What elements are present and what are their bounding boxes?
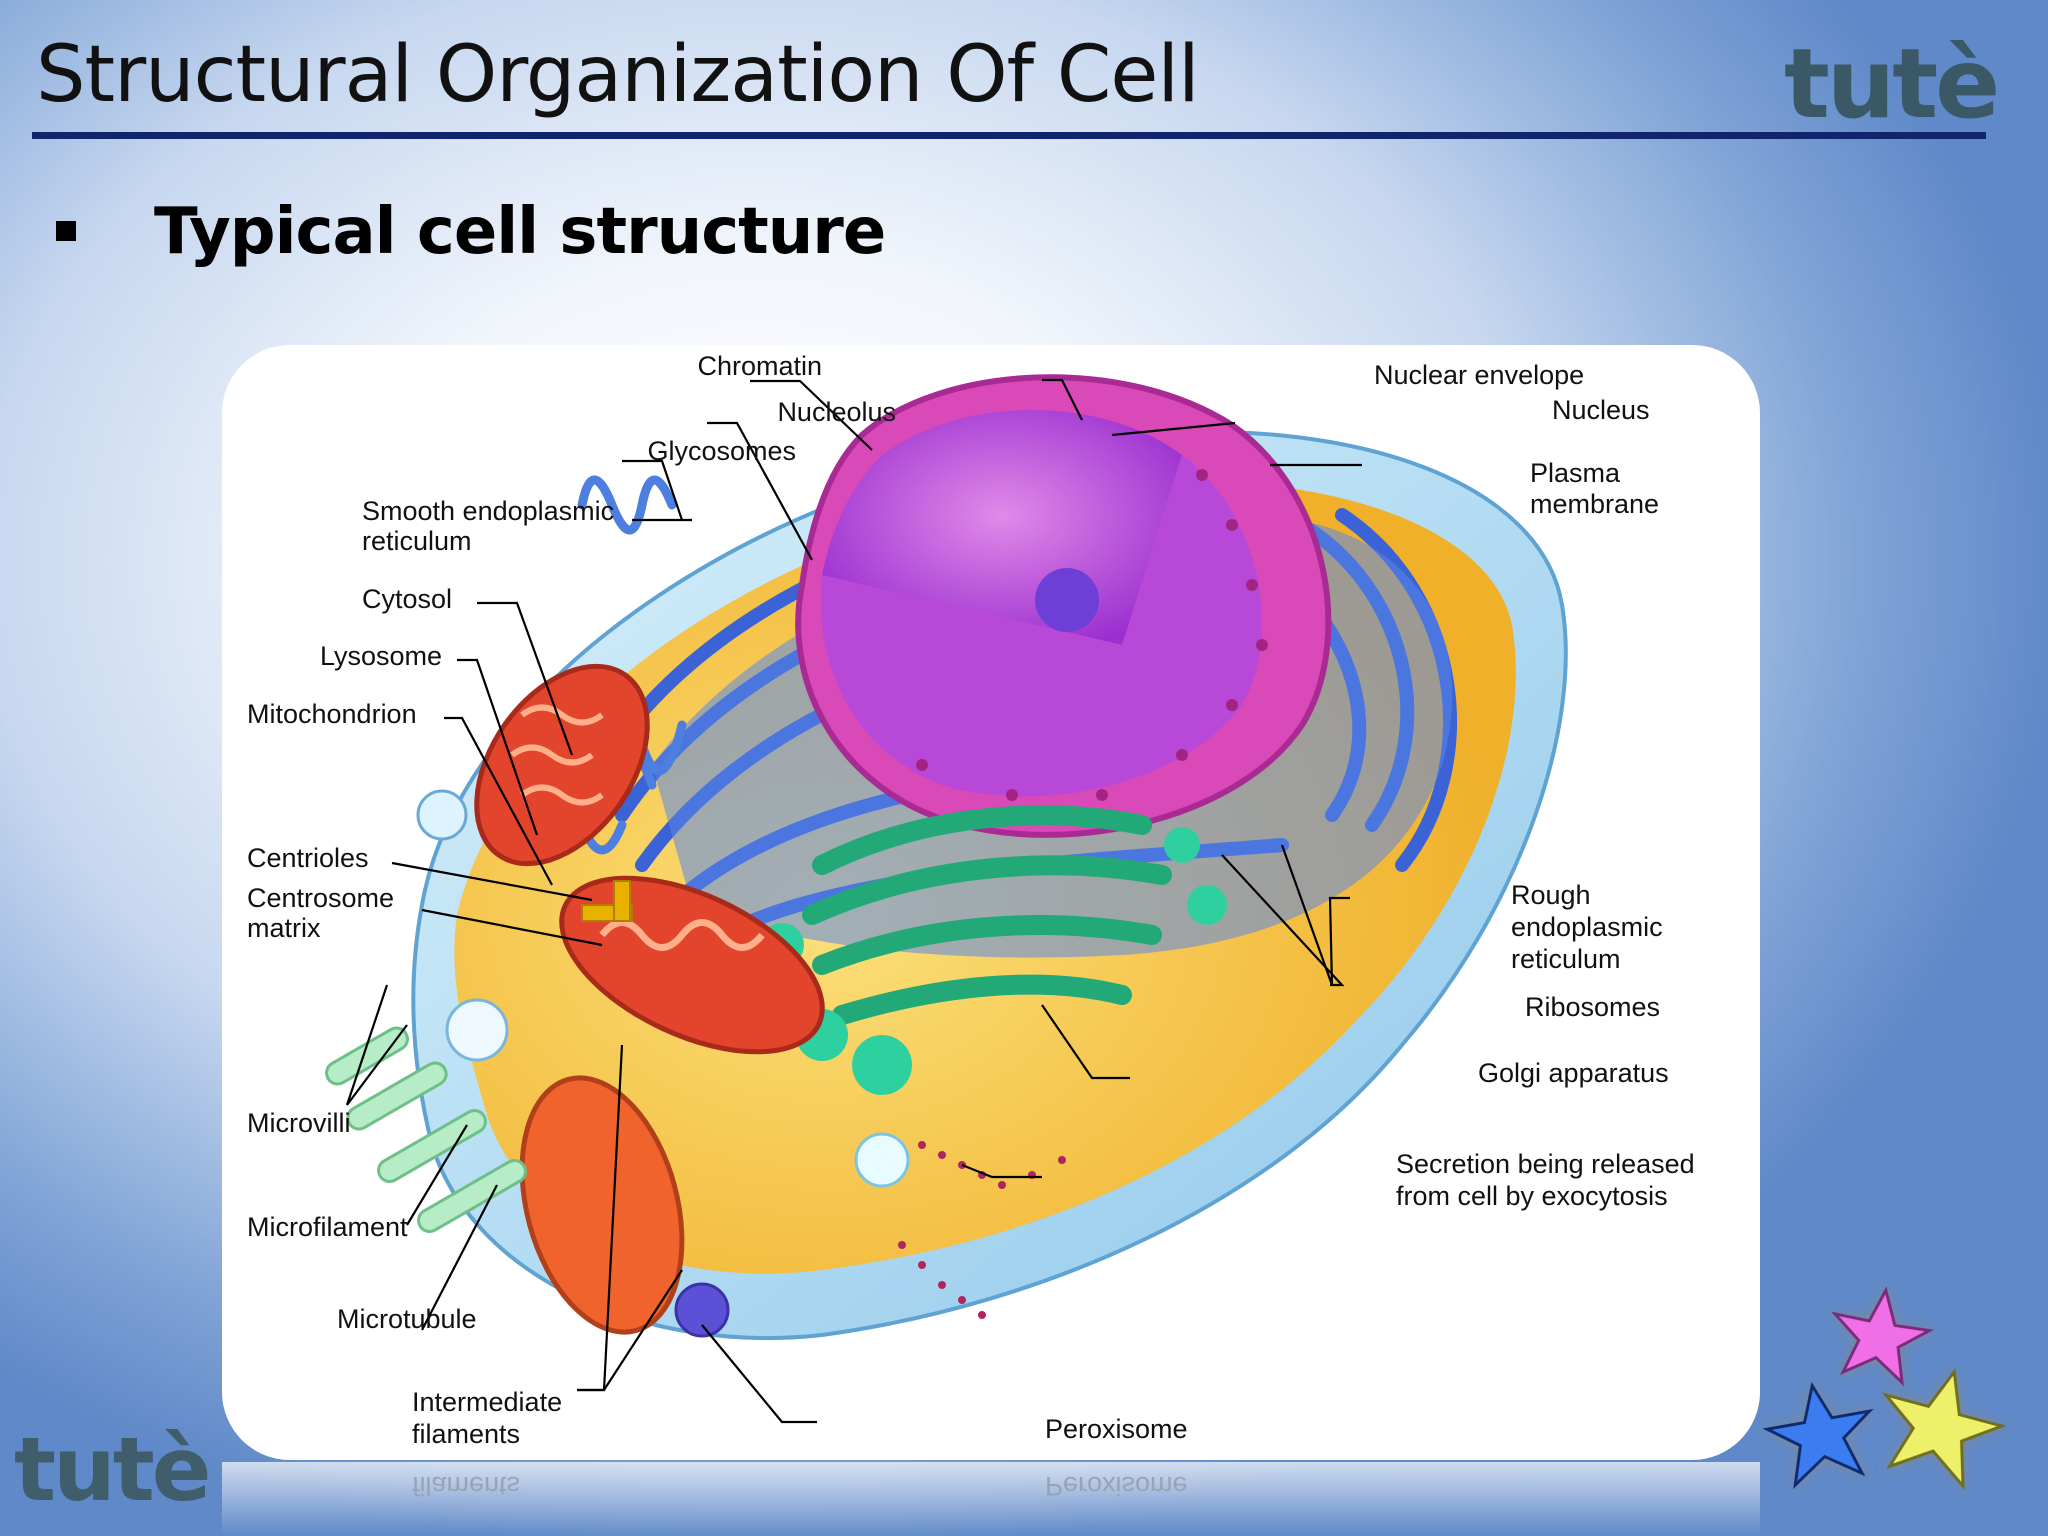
label-glycosomes: Glycosomes <box>647 436 796 466</box>
label-rough-er-2: endoplasmic <box>1511 912 1663 942</box>
label-centrioles: Centrioles <box>247 843 369 873</box>
reflection-text-intermediate: filaments <box>412 1471 521 1501</box>
mitochondrion-shapes <box>474 663 825 1335</box>
label-chromatin: Chromatin <box>697 351 822 381</box>
label-nuclear-envelope: Nuclear envelope <box>1374 360 1584 390</box>
label-microfilament: Microfilament <box>247 1212 408 1242</box>
label-centrosome-1: Centrosome <box>247 883 394 913</box>
decorative-stars <box>1762 1286 2007 1491</box>
label-centrosome-2: matrix <box>247 913 321 943</box>
label-intermediate-2: filaments <box>412 1419 520 1449</box>
label-lysosome: Lysosome <box>320 641 442 671</box>
label-peroxisome: Peroxisome <box>1045 1414 1188 1444</box>
label-nucleolus: Nucleolus <box>777 397 896 427</box>
label-ribosomes: Ribosomes <box>1525 992 1660 1022</box>
label-smooth-er-2: reticulum <box>362 526 472 556</box>
label-intermediate-1: Intermediate <box>412 1387 562 1417</box>
peroxisome-shape <box>674 1282 730 1338</box>
label-rough-er-3: reticulum <box>1511 944 1621 974</box>
vesicle-shape <box>445 998 509 1062</box>
cell-diagram: Chromatin Nucleolus Glycosomes Smooth en… <box>247 351 1695 1449</box>
golgi-shape <box>802 805 1172 1025</box>
label-nucleus: Nucleus <box>1552 395 1650 425</box>
label-microtubule: Microtubule <box>337 1304 477 1334</box>
bullet-square-icon <box>56 221 76 241</box>
slide-title: Structural Organization Of Cell <box>36 30 1200 120</box>
reflection-text-peroxisome: Peroxisome <box>1045 1471 1188 1501</box>
figure-reflection: filaments Peroxisome <box>222 1462 1760 1536</box>
bullet-text: Typical cell structure <box>154 195 886 269</box>
leader-lines <box>345 378 1362 1424</box>
label-smooth-er-1: Smooth endoplasmic <box>362 496 614 526</box>
secretion-dots <box>898 1141 1066 1319</box>
label-mitochondrion: Mitochondrion <box>247 699 417 729</box>
label-golgi: Golgi apparatus <box>1478 1058 1669 1088</box>
magenta-star-icon <box>1830 1286 1935 1387</box>
label-cytosol: Cytosol <box>362 584 452 614</box>
yellow-star-icon <box>1881 1367 2007 1491</box>
secretion-vesicle-shape <box>854 1132 910 1188</box>
label-microvilli: Microvilli <box>247 1108 351 1138</box>
microvilli-shapes <box>325 1026 527 1233</box>
centriole-shapes <box>581 880 633 922</box>
tute-logo-top: tutè <box>1784 28 2000 140</box>
lysosome-shape <box>416 789 468 841</box>
cell-diagram-card: Chromatin Nucleolus Glycosomes Smooth en… <box>222 345 1760 1460</box>
title-underline <box>32 132 1986 139</box>
nucleolus-shape <box>1035 568 1099 632</box>
label-secretion-1: Secretion being released <box>1396 1149 1695 1179</box>
label-rough-er-1: Rough <box>1511 880 1591 910</box>
label-secretion-2: from cell by exocytosis <box>1396 1181 1668 1211</box>
blue-star-icon <box>1762 1381 1874 1490</box>
label-plasma-1: Plasma <box>1530 458 1621 488</box>
nucleus-shape <box>795 374 1332 838</box>
tute-logo-bottom: tutè <box>14 1418 211 1521</box>
label-plasma-2: membrane <box>1530 489 1659 519</box>
